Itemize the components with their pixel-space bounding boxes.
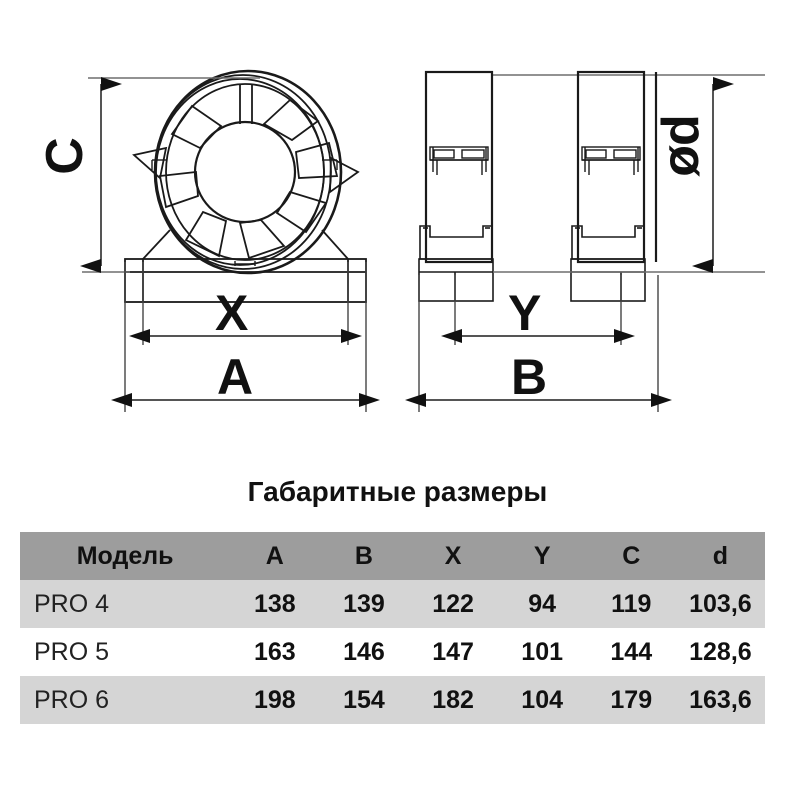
dimension-label-y: Y <box>508 285 542 341</box>
cell-d: 128,6 <box>689 637 752 666</box>
mount-clip-left <box>429 146 489 175</box>
dimension-label-x: X <box>215 285 249 341</box>
cell-x: 122 <box>432 589 474 618</box>
cell-y: 94 <box>528 589 557 618</box>
cell-model: PRO 6 <box>34 685 110 714</box>
foot-right <box>571 225 645 260</box>
cell-a: 163 <box>253 637 296 666</box>
cell-x: 182 <box>432 685 474 714</box>
mount-tab-right <box>329 156 360 194</box>
side-view-dimension-arrows <box>405 77 734 407</box>
cell-b: 154 <box>343 685 385 714</box>
cell-y: 104 <box>521 685 564 714</box>
front-view-group <box>124 69 367 303</box>
column-header-c: C <box>622 541 641 570</box>
cell-b: 139 <box>343 589 385 618</box>
table-row: PRO 4 138 139 122 94 119 103,6 <box>20 580 765 628</box>
cell-a: 138 <box>253 589 296 618</box>
cell-model: PRO 5 <box>34 637 110 666</box>
cell-a: 198 <box>253 685 296 714</box>
cell-c: 119 <box>611 589 652 618</box>
side-view-group <box>418 70 765 302</box>
column-header-x: X <box>444 541 462 570</box>
dimension-label-diameter-d: ød <box>651 115 710 177</box>
front-view-dimension-arrows <box>80 77 380 407</box>
table-row: PRO 5 163 146 147 101 144 128,6 <box>20 628 765 676</box>
fan-strut-top <box>239 85 253 124</box>
table-title: Габаритные размеры <box>247 476 548 507</box>
table-row: PRO 6 198 154 182 104 179 163,6 <box>20 676 765 724</box>
cell-c: 179 <box>610 685 653 714</box>
flange-right <box>576 70 646 264</box>
cell-y: 101 <box>521 637 564 666</box>
dimensions-table: Модель A B X Y C d PRO 4 138 139 122 94 … <box>20 532 765 724</box>
flange-left <box>424 70 494 264</box>
cell-x: 147 <box>432 637 474 666</box>
cell-d: 163,6 <box>689 685 752 714</box>
column-header-model: Модель <box>76 541 174 570</box>
mount-tab-left <box>132 146 168 180</box>
column-header-y: Y <box>533 541 551 570</box>
cell-model: PRO 4 <box>34 589 110 618</box>
cell-c: 144 <box>610 637 653 666</box>
column-header-a: A <box>265 541 284 570</box>
dimension-label-c: C <box>35 137 94 175</box>
dimension-label-b: B <box>511 349 548 405</box>
fan-blades <box>158 98 339 260</box>
table-header-row: Модель A B X Y C d <box>20 532 765 580</box>
foot-left <box>419 225 493 260</box>
column-header-d: d <box>712 541 729 570</box>
cell-b: 146 <box>343 637 385 666</box>
mount-clip-right <box>581 146 641 175</box>
column-header-b: B <box>354 541 373 570</box>
technical-drawings <box>80 69 765 412</box>
housing-tick-marks <box>151 159 338 266</box>
fan-housing-inner-rings <box>154 74 332 270</box>
bracket-legs <box>142 229 349 260</box>
cell-d: 103,6 <box>689 589 752 618</box>
dimension-label-a: A <box>217 349 254 405</box>
